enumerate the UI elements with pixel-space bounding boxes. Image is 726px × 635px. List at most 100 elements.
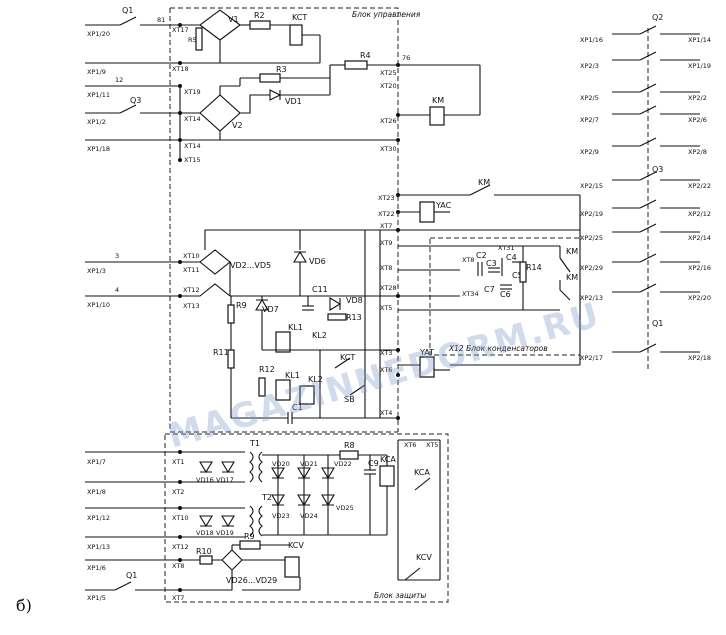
label-r9: R9 xyxy=(236,301,247,310)
terminal-xp1-5: XP1/5 xyxy=(87,594,106,602)
label-q3-right: Q3 xyxy=(652,165,663,174)
terminal-right-right-0: XP1/14 xyxy=(688,36,711,44)
svg-text:XT13: XT13 xyxy=(183,302,200,310)
label-vd8: VD8 xyxy=(346,296,363,305)
capacitor-section: XT23 XT22 KM YAC YAT C2 C3 C4 C5 C6 xyxy=(378,178,581,378)
svg-text:XT3: XT3 xyxy=(380,349,392,357)
terminal-xp1-8: XP1/8 xyxy=(87,488,106,496)
label-c3: C3 xyxy=(486,259,497,268)
control-top-section: XP1/20 Q1 81 XT17 XP1/9 XT18 V1 R5 R2 KC… xyxy=(85,6,321,76)
svg-text:XT11: XT11 xyxy=(183,266,200,274)
label-r5: R5 xyxy=(188,36,197,44)
svg-text:XT18: XT18 xyxy=(172,65,189,73)
terminal-right-left-10: XP2/17 xyxy=(580,354,603,362)
svg-text:XT5: XT5 xyxy=(426,441,438,449)
label-kca2: KCA xyxy=(414,468,430,477)
label-r2: R2 xyxy=(254,11,265,20)
svg-text:XT26: XT26 xyxy=(380,117,397,125)
label-q1-top: Q1 xyxy=(122,6,133,15)
svg-text:XT4: XT4 xyxy=(380,409,392,417)
label-kcv: KCV xyxy=(288,541,304,550)
label-r12: R12 xyxy=(259,365,275,374)
label-q1-bottom: Q1 xyxy=(126,571,137,580)
svg-text:XT5: XT5 xyxy=(380,304,392,312)
label-km2: KM xyxy=(566,247,578,256)
svg-text:XT12: XT12 xyxy=(172,543,189,551)
label-r3: R3 xyxy=(276,65,287,74)
svg-text:XT7: XT7 xyxy=(172,594,184,602)
terminal-xp1-6: XP1/6 xyxy=(87,564,106,572)
terminal-right-left-0: XP1/16 xyxy=(580,36,603,44)
label-r14: R14 xyxy=(526,263,542,272)
label-km-top: KM xyxy=(432,96,444,105)
label-kl2: KL2 xyxy=(312,331,327,340)
terminal-xp1-12: XP1/12 xyxy=(87,514,110,522)
label-r9b: R9 xyxy=(244,532,255,541)
label-t2: T2 xyxy=(261,493,272,502)
label-vd2-vd5: VD2...VD5 xyxy=(230,261,271,270)
svg-text:XT12: XT12 xyxy=(183,286,200,294)
label-vd24: VD24 xyxy=(300,512,318,520)
terminal-xp1-18: XP1/18 xyxy=(87,145,110,153)
terminal-right-right-5: XP2/22 xyxy=(688,182,711,190)
label-t1: T1 xyxy=(249,439,260,448)
label-c9: C9 xyxy=(368,459,379,468)
label-yat: YAT xyxy=(419,348,434,357)
svg-text:76: 76 xyxy=(402,54,410,62)
terminal-right-right-1: XP1/19 xyxy=(688,62,711,70)
terminal-right-left-8: XP2/29 xyxy=(580,264,603,272)
terminal-xp1-10: XP1/10 xyxy=(87,301,110,309)
svg-text:XT10: XT10 xyxy=(172,514,189,522)
svg-text:12: 12 xyxy=(115,76,123,84)
label-vd19: VD19 xyxy=(216,529,234,537)
label-vd23: VD23 xyxy=(272,512,290,520)
svg-text:81: 81 xyxy=(157,16,165,24)
terminal-right-right-2: XP2/2 xyxy=(688,94,707,102)
label-vd26-vd29: VD26...VD29 xyxy=(226,576,277,585)
terminal-right-right-7: XP2/14 xyxy=(688,234,711,242)
label-q3: Q3 xyxy=(130,96,141,105)
label-c11: C11 xyxy=(312,285,328,294)
terminal-xp1-20: XP1/20 xyxy=(87,30,110,38)
label-c6: C6 xyxy=(500,290,511,299)
svg-text:XT25: XT25 xyxy=(380,69,397,77)
label-kct: KCT xyxy=(292,13,307,22)
svg-text:XT6: XT6 xyxy=(380,366,392,374)
svg-text:XT7: XT7 xyxy=(380,222,392,230)
label-vd6: VD6 xyxy=(309,257,326,266)
terminal-right-left-1: XP2/3 xyxy=(580,62,599,70)
right-terminal-ladder: Q2 Q3 Q1 xyxy=(647,13,663,370)
svg-text:XT31: XT31 xyxy=(498,244,515,252)
label-kl1: KL1 xyxy=(288,323,303,332)
svg-text:XT28: XT28 xyxy=(380,284,397,292)
terminal-xp1-3: XP1/3 xyxy=(87,267,106,275)
svg-text:XT30: XT30 xyxy=(380,145,397,153)
svg-text:XT17: XT17 xyxy=(172,26,189,34)
terminal-right-left-3: XP2/7 xyxy=(580,116,599,124)
terminal-right-left-7: XP2/25 xyxy=(580,234,603,242)
label-kca: KCA xyxy=(380,455,396,464)
label-vd22: VD22 xyxy=(334,460,352,468)
terminal-xp1-13: XP1/13 xyxy=(87,543,110,551)
svg-text:XT8: XT8 xyxy=(462,256,474,264)
label-kl1b: KL1 xyxy=(285,371,300,380)
label-c4: C4 xyxy=(506,253,517,262)
terminal-right-right-10: XP2/18 xyxy=(688,354,711,362)
label-vd16: VD16 xyxy=(196,476,214,484)
svg-text:XT14: XT14 xyxy=(184,115,201,123)
label-vd21: VD21 xyxy=(300,460,318,468)
terminal-right-right-3: XP2/6 xyxy=(688,116,707,124)
terminal-right-right-8: XP2/16 xyxy=(688,264,711,272)
label-vd7: VD7 xyxy=(262,305,279,314)
label-vd20: VD20 xyxy=(272,460,290,468)
label-c1: C1 xyxy=(292,403,303,412)
label-kct2: KCT xyxy=(340,353,355,362)
terminal-right-right-6: XP2/12 xyxy=(688,210,711,218)
label-vd17: VD17 xyxy=(216,476,234,484)
terminal-xp1-9: XP1/9 xyxy=(87,68,106,76)
svg-text:XT14: XT14 xyxy=(184,142,201,150)
svg-text:XT2: XT2 xyxy=(172,488,184,496)
svg-text:XT20: XT20 xyxy=(380,82,397,90)
terminal-right-left-9: XP2/13 xyxy=(580,294,603,302)
